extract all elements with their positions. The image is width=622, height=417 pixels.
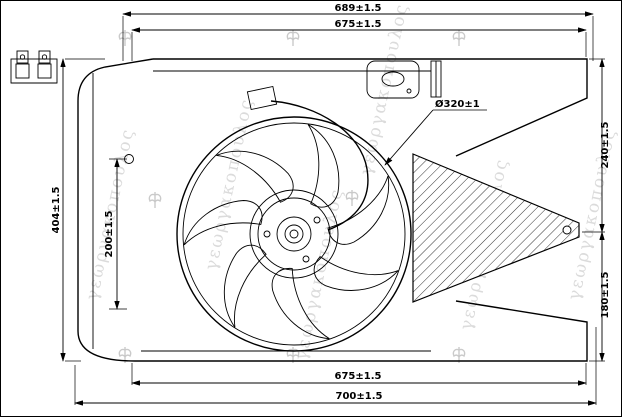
watermark-text: γεωργακοπουλος [564, 126, 620, 302]
fan-blade [183, 200, 263, 246]
dimension-label: 675±1.5 [335, 371, 382, 382]
dimension-left-outer: 404±1.5 [51, 58, 105, 362]
dimension-top-outer: 689±1.5 [122, 3, 594, 61]
wire-connector [246, 85, 278, 111]
fan-blade [216, 150, 294, 203]
fan-blades [183, 124, 399, 340]
dimension-label: 404±1.5 [51, 186, 62, 233]
dimension-label: 689±1.5 [335, 3, 382, 14]
fan-motor-hub [249, 189, 339, 279]
fan-blade [327, 175, 390, 245]
brand-logo-icon [452, 29, 466, 47]
dimension-bottom-outer: 700±1.5 [74, 327, 597, 406]
dimension-fan-diameter: Ø320±1 [384, 98, 487, 166]
fan-blade-sweep-circle [182, 122, 406, 346]
watermark-layer: γεωργακοπουλος γεωργακοπουλος γεωργακοπο… [82, 1, 620, 364]
fan-blade [271, 268, 330, 340]
dimension-label: 700±1.5 [336, 391, 383, 402]
brand-logo-icon [148, 191, 162, 209]
dimension-top-inner: 675±1.5 [131, 19, 587, 61]
connector-detail-icon [10, 50, 58, 84]
side-bracket-hatched [412, 153, 580, 303]
dimension-label: 240±1.5 [600, 121, 611, 168]
dimension-left-inner: 200±1.5 [104, 158, 127, 310]
wire-cable [270, 100, 369, 231]
dimension-label: 180±1.5 [600, 271, 611, 318]
brand-logo-icon [345, 189, 359, 207]
fan-assembly [176, 116, 412, 352]
dimension-right-bottom: 180±1.5 [589, 231, 611, 362]
bracket-hole [562, 225, 572, 235]
dimension-label: 675±1.5 [335, 19, 382, 30]
brand-logo-icon [286, 29, 300, 47]
top-mounting-bracket [366, 60, 442, 99]
brand-logo-icon [118, 29, 132, 47]
dimension-right-top: 240±1.5 [582, 58, 611, 233]
dimension-bottom-inner: 675±1.5 [131, 363, 587, 386]
fan-shroud-ring [176, 116, 412, 352]
fan-blade [223, 244, 267, 328]
dimension-label: 200±1.5 [104, 210, 115, 257]
wiring-harness [246, 85, 369, 231]
fan-blade [313, 256, 399, 291]
dimension-label: Ø320±1 [435, 98, 480, 110]
fan-blade [307, 124, 340, 208]
